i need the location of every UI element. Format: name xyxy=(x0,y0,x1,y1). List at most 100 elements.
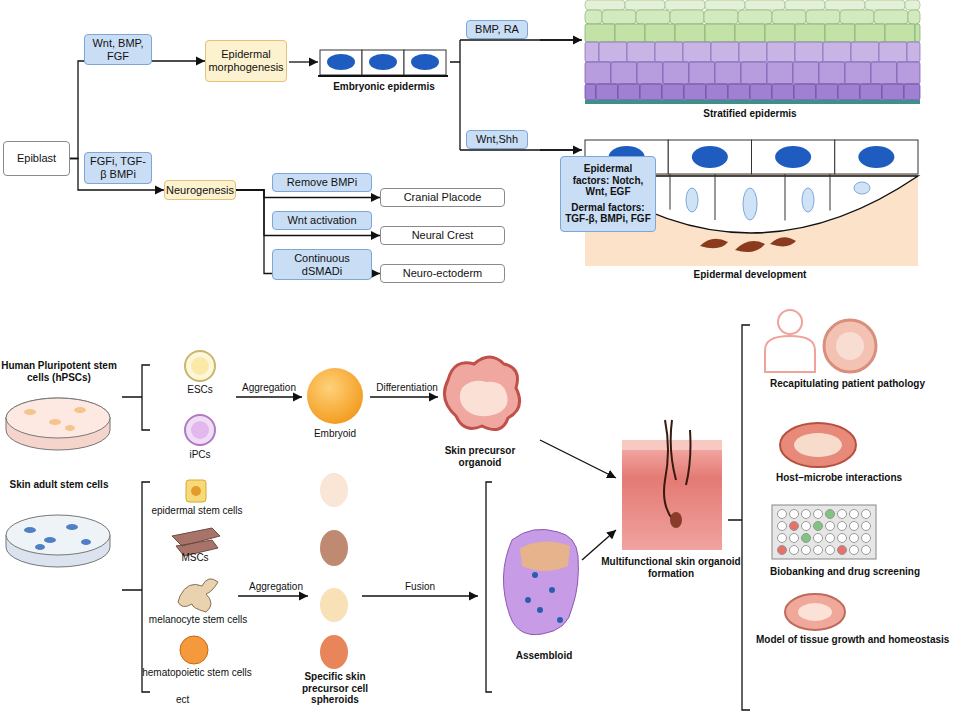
cell xyxy=(670,10,704,24)
nucleus xyxy=(327,54,355,70)
organoid-lumen xyxy=(460,381,508,416)
cell xyxy=(816,84,838,100)
well xyxy=(802,534,811,543)
node-text: FGFi, TGF-β BMPi xyxy=(89,155,147,180)
cell xyxy=(711,42,739,62)
cell xyxy=(320,50,362,75)
cell xyxy=(855,24,885,42)
cell xyxy=(907,42,920,62)
node-text: Epidermal factors: Notch, Wnt, EGF xyxy=(565,163,651,198)
cell-wall xyxy=(670,174,671,210)
cell xyxy=(795,42,823,62)
skin-precursor-organoid xyxy=(444,357,519,430)
cell xyxy=(795,24,825,42)
well xyxy=(850,510,859,519)
well xyxy=(802,546,811,555)
cell xyxy=(840,10,874,24)
spheroid xyxy=(320,473,348,507)
node-text: Neuro-ectoderm xyxy=(403,267,482,280)
caption-label: Multifunctional skin organoid formation xyxy=(600,556,742,579)
cell xyxy=(627,42,655,62)
well xyxy=(790,534,799,543)
arrow xyxy=(540,39,582,40)
arrow xyxy=(289,61,318,62)
cell xyxy=(741,62,767,84)
cell xyxy=(885,24,915,42)
cell xyxy=(882,84,904,100)
caption-label: Human Pluripotent stem cells (hPSCs) xyxy=(0,360,118,383)
nucleus xyxy=(191,486,201,496)
arrow xyxy=(540,440,616,478)
cell xyxy=(585,10,602,24)
dermal-cells xyxy=(700,237,796,252)
cell xyxy=(704,10,738,24)
hematopoietic-stem-cell xyxy=(180,636,208,664)
bracket xyxy=(486,482,492,692)
cell xyxy=(663,62,689,84)
cell-wall xyxy=(715,174,716,220)
caption-label: hematopoietic stem cells xyxy=(142,667,252,679)
well xyxy=(850,534,859,543)
cell xyxy=(636,10,670,24)
cell xyxy=(879,42,907,62)
organoid-lumen xyxy=(794,433,842,457)
cell xyxy=(665,0,705,10)
cell xyxy=(625,0,665,10)
cell xyxy=(585,42,599,62)
cell xyxy=(662,84,684,100)
cell xyxy=(845,62,871,84)
caption-label: MSCs xyxy=(170,552,220,564)
wells xyxy=(778,510,871,555)
well xyxy=(862,510,871,519)
cell xyxy=(750,84,772,100)
well xyxy=(802,522,811,531)
well xyxy=(826,522,835,531)
caption-label: Specific skin precursor cell spheroids xyxy=(300,671,370,706)
hair xyxy=(664,420,691,520)
organoid xyxy=(780,423,856,467)
cell-wall xyxy=(830,174,831,211)
stage-box: Neural Crest xyxy=(380,226,505,245)
cell xyxy=(585,62,611,84)
spheroid xyxy=(320,588,348,622)
cell xyxy=(745,0,785,10)
cell xyxy=(825,0,865,10)
node-text: Neurogenesis xyxy=(166,184,234,197)
well xyxy=(838,534,847,543)
arrow xyxy=(362,595,478,596)
caption-label: Fusion xyxy=(392,581,448,593)
cell xyxy=(838,84,860,100)
cell-wall xyxy=(785,174,786,220)
basement-membrane xyxy=(585,100,920,104)
cell xyxy=(825,24,855,42)
stratified-epidermis xyxy=(585,0,920,104)
cell xyxy=(871,62,897,84)
signal-box: Wnt,Shh xyxy=(466,130,528,149)
signal-box: BMP, RA xyxy=(466,20,528,39)
bracket xyxy=(728,325,750,710)
well xyxy=(826,534,835,543)
caption-label: Model of tissue growth and homeostasis xyxy=(756,634,976,646)
cell xyxy=(865,0,905,10)
nucleus xyxy=(743,188,757,220)
node-text: Wnt, BMP, FGF xyxy=(89,37,147,62)
process-box: Epidermal morphogenesis xyxy=(205,40,287,82)
process-box: Neurogenesis xyxy=(164,180,236,200)
cell xyxy=(655,42,683,62)
cell xyxy=(585,24,615,42)
cell xyxy=(752,140,835,174)
caption-label: epidermal stem cells xyxy=(150,505,244,517)
connector xyxy=(70,61,205,159)
cell xyxy=(819,62,845,84)
bracket xyxy=(122,365,150,430)
cell xyxy=(602,10,636,24)
arrow xyxy=(236,396,302,397)
node-text: Remove BMPi xyxy=(287,176,357,189)
cell xyxy=(728,84,750,100)
well xyxy=(790,522,799,531)
nucleus xyxy=(802,188,814,212)
cell xyxy=(772,10,806,24)
well xyxy=(826,546,835,555)
patient-icon xyxy=(765,310,815,372)
caption-label: Embryonic epidermis xyxy=(318,81,450,93)
